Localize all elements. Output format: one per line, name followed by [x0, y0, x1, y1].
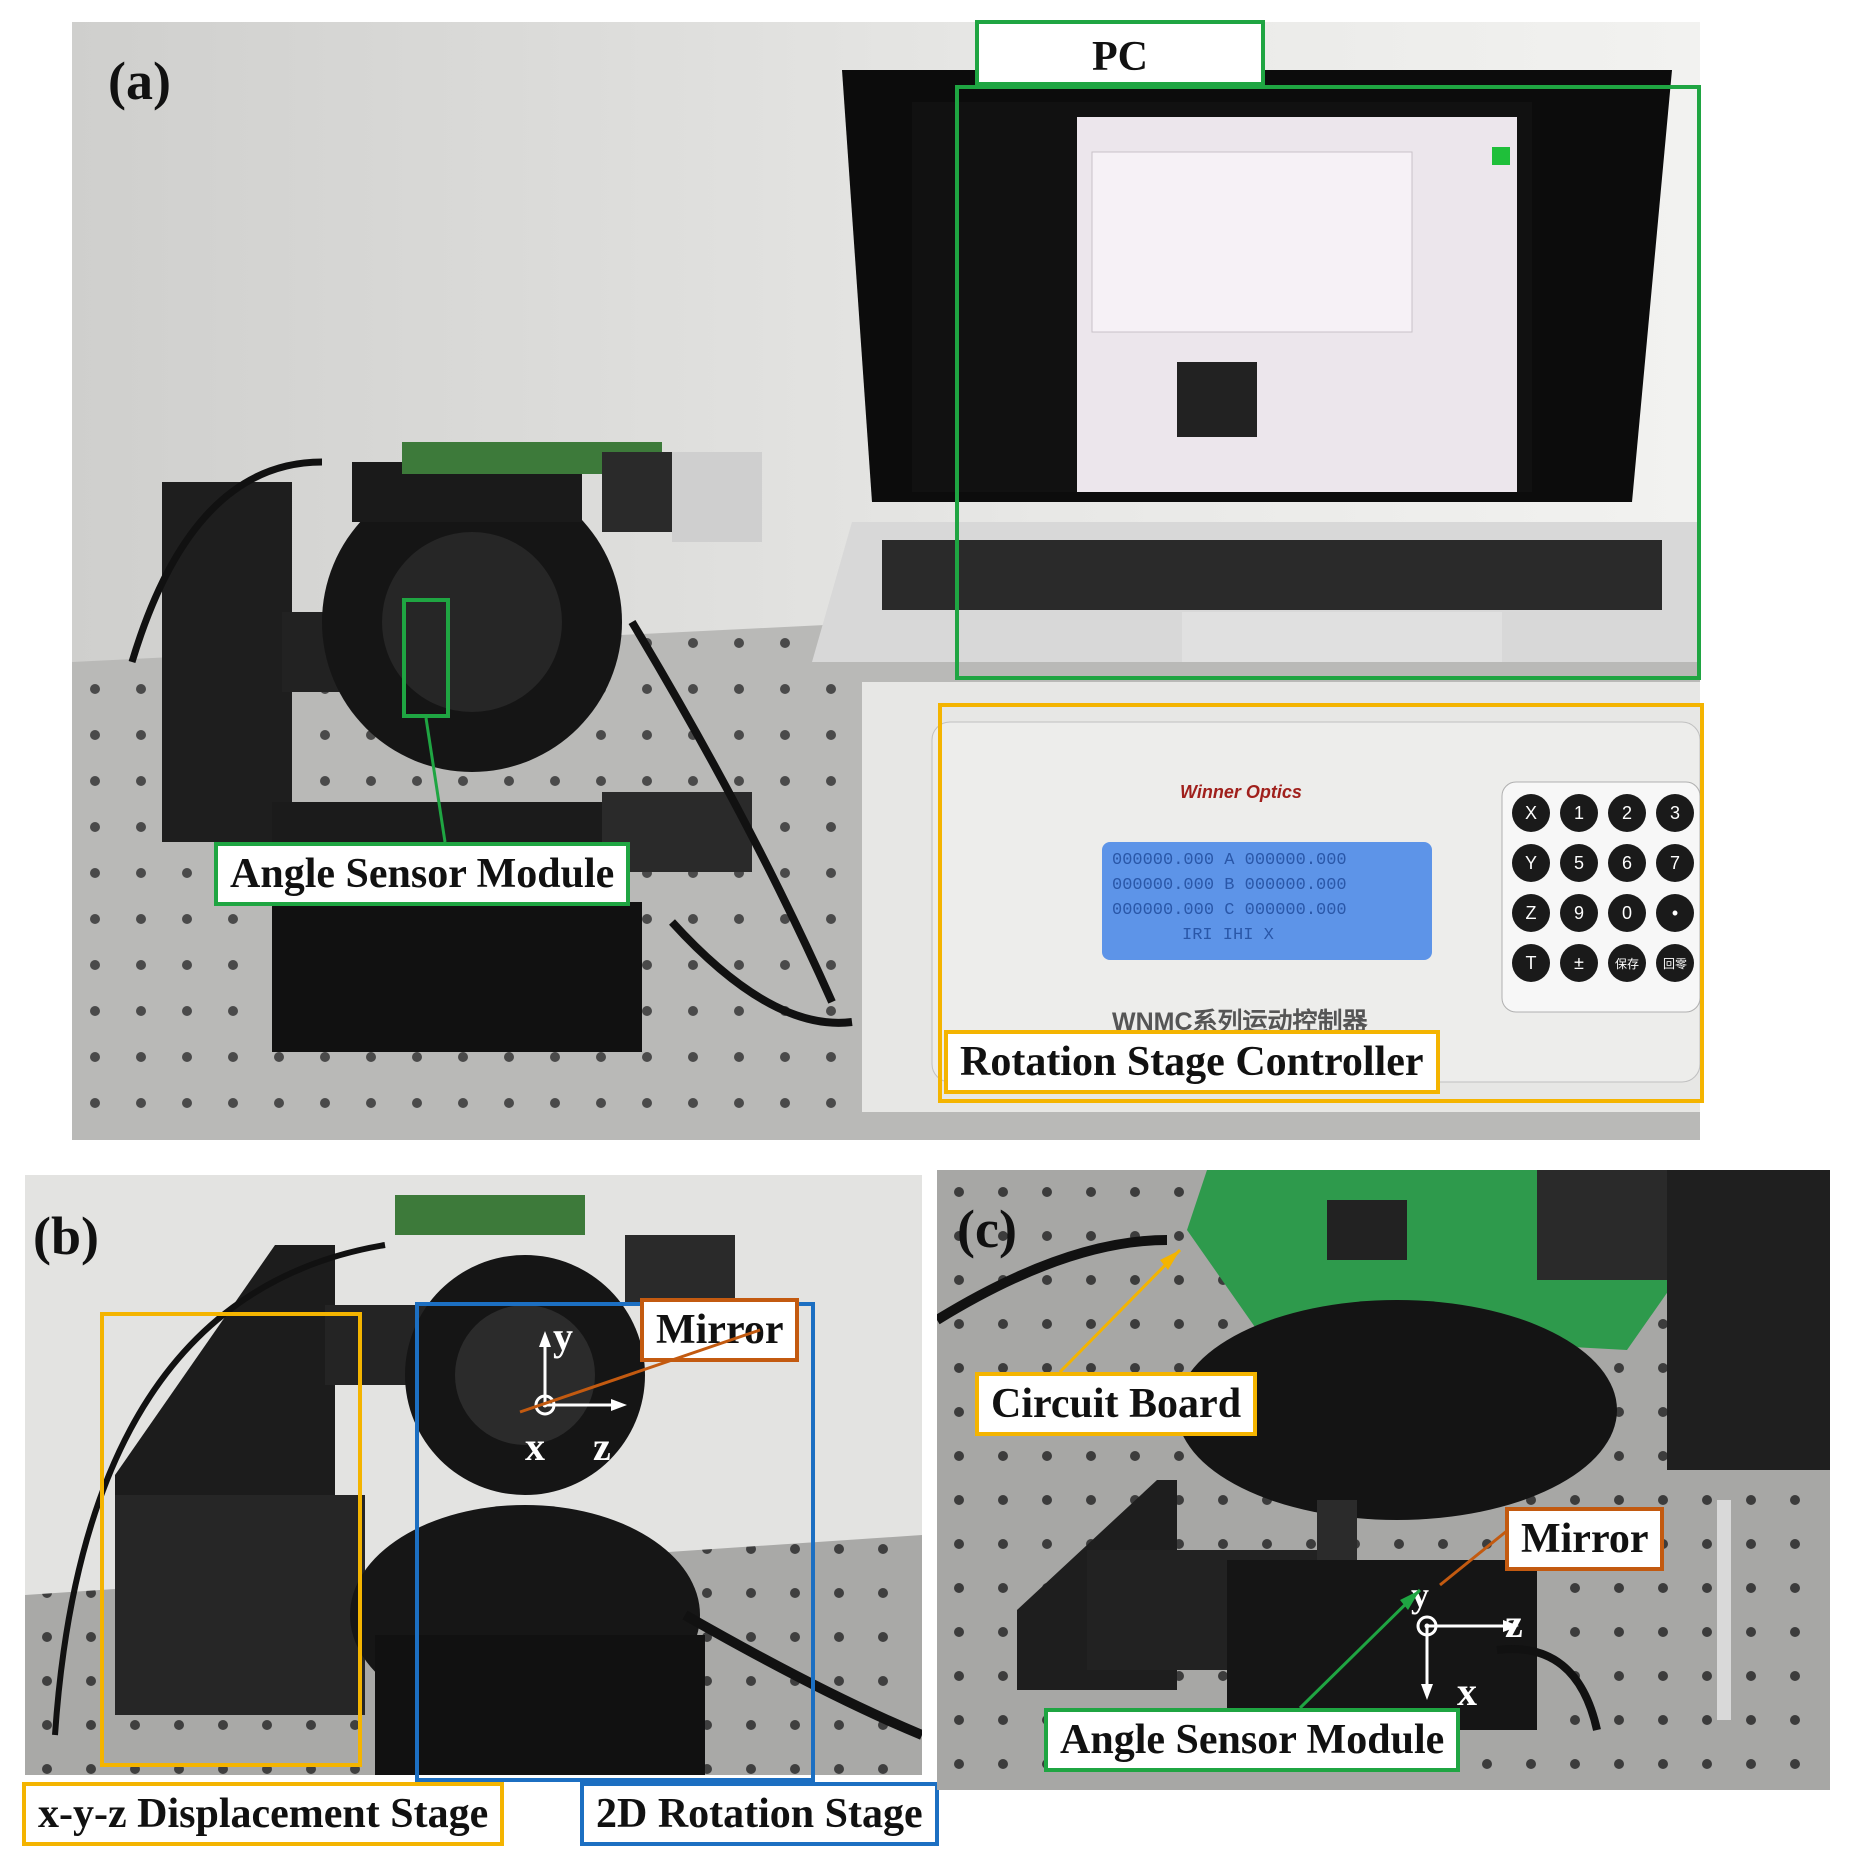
circuit-board-label: Circuit Board: [975, 1372, 1258, 1436]
key-button: 0: [1608, 894, 1646, 932]
key-button: 5: [1560, 844, 1598, 882]
displacement-stage-frame: [100, 1312, 362, 1767]
axis-x-label-b: x: [525, 1424, 545, 1469]
panel-label-a: (a): [108, 51, 171, 111]
panel-b-photo: [25, 1175, 922, 1775]
key-button: 保存: [1608, 944, 1646, 982]
panel-c-photo: [937, 1170, 1830, 1790]
controller-label: Rotation Stage Controller: [944, 1030, 1440, 1094]
mirror-label-b: Mirror: [640, 1298, 800, 1362]
panel-c: (c) y z x: [937, 1170, 1830, 1790]
displacement-stage-label: x-y-z Displacement Stage: [22, 1782, 505, 1846]
controller-brand: Winner Optics: [1180, 782, 1302, 802]
key-button: 6: [1608, 844, 1646, 882]
angle-sensor-frame-a: [402, 598, 450, 718]
key-button: Z: [1512, 894, 1550, 932]
lcd-row: 000000.000 B 000000.000: [1112, 876, 1347, 895]
key-button: 2: [1608, 794, 1646, 832]
key-button: ±: [1560, 944, 1598, 982]
key-button: T: [1512, 944, 1550, 982]
key-button: 9: [1560, 894, 1598, 932]
lcd-row: 000000.000 A 000000.000: [1112, 851, 1347, 870]
angle-sensor-label-a: Angle Sensor Module: [214, 842, 631, 906]
mirror-label-c: Mirror: [1505, 1507, 1665, 1571]
axis-x-label-c: x: [1457, 1669, 1477, 1714]
rotation-stage-label: 2D Rotation Stage: [580, 1782, 939, 1846]
pc-frame: [955, 85, 1701, 680]
lcd-row: 000000.000 C 000000.000: [1112, 901, 1347, 920]
panel-b: (b) y x z: [25, 1175, 922, 1775]
axis-z-label-c: z: [1505, 1601, 1523, 1646]
keypad: X 1 2 3 Y 5 6 7 Z 9 0 • T ± 保存 回零: [1512, 794, 1700, 982]
key-button: 回零: [1656, 944, 1694, 982]
axis-y-label-c: y: [1411, 1575, 1429, 1615]
key-button: Y: [1512, 844, 1550, 882]
lcd-row: IRI IHI X: [1182, 926, 1274, 945]
panel-label-c: (c): [957, 1199, 1017, 1259]
axis-z-label-b: z: [593, 1424, 611, 1469]
key-button: 1: [1560, 794, 1598, 832]
panel-label-b: (b): [33, 1206, 99, 1266]
controller-frame: [938, 703, 1704, 1103]
key-button: 3: [1656, 794, 1694, 832]
angle-sensor-label-c: Angle Sensor Module: [1044, 1708, 1461, 1772]
key-button: •: [1656, 894, 1694, 932]
rotation-stage-frame: [415, 1302, 815, 1782]
lcd-display: 000000.000 A 000000.000 000000.000 B 000…: [1112, 848, 1432, 948]
key-button: X: [1512, 794, 1550, 832]
key-button: 7: [1656, 844, 1694, 882]
pc-label: PC: [975, 20, 1265, 86]
